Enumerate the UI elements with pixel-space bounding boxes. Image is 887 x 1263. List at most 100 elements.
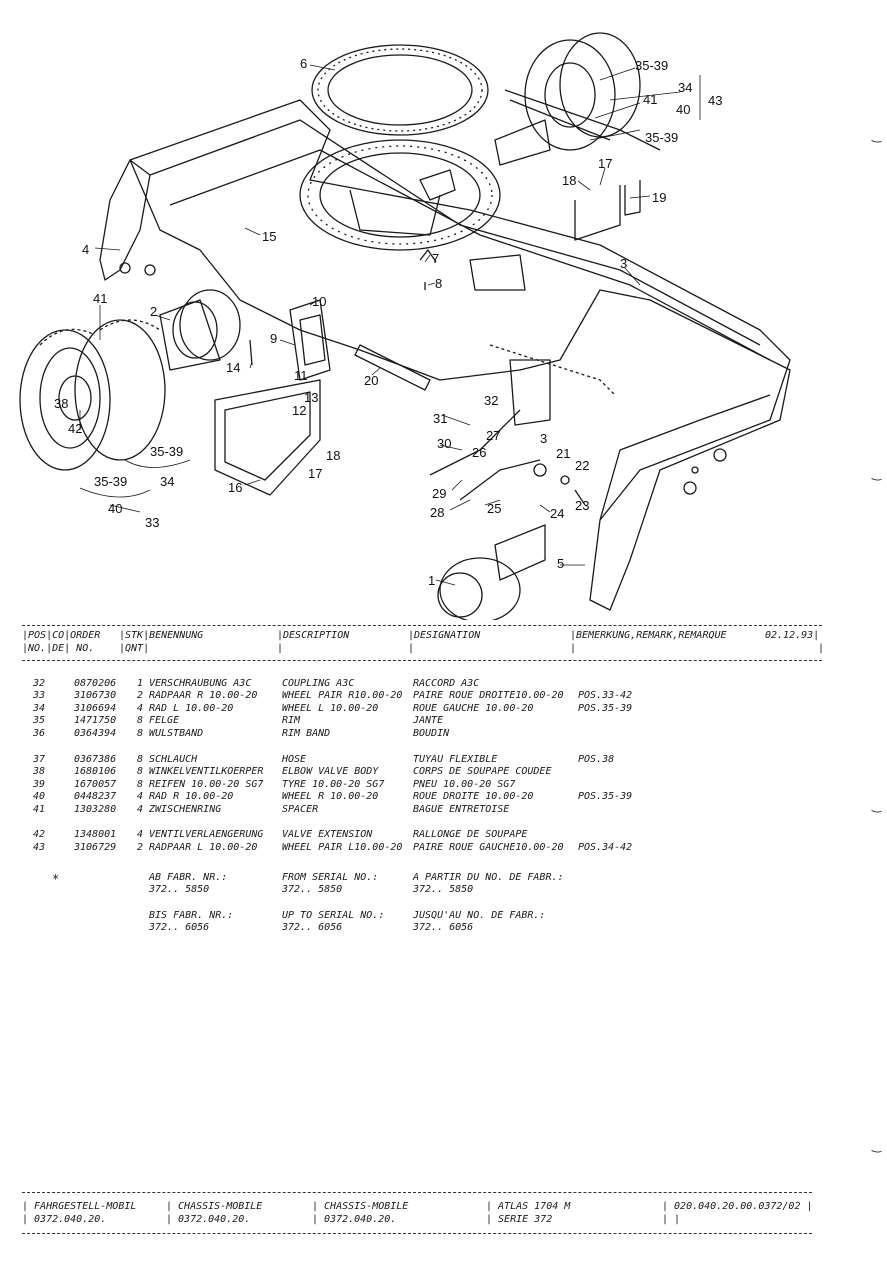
benennung-cell: REIFEN 10.00-20 SG7 [149,779,264,790]
header-top-rule [22,625,822,626]
callout-label: 43 [708,93,722,108]
callout-label: 42 [68,421,82,436]
footer-document-number: | 020.040.20.00.0372/02 | [662,1201,813,1212]
footer-top-rule [22,1192,812,1193]
header-divider: | [570,643,577,654]
remark-cell: POS.34-42 [578,842,633,853]
order-number-cell: 1348001 [74,829,117,840]
benennung-cell: WINKELVENTILKOERPER [149,766,264,777]
quantity-cell: 2 [137,842,144,853]
pos-cell: 37 [33,754,46,765]
callout-label: 10 [312,294,326,309]
callout-label: 16 [228,480,242,495]
remark-cell: POS.35-39 [578,703,633,714]
callout-label: 35-39 [635,58,668,73]
callout-label: 14 [226,360,240,375]
pos-cell: 32 [33,678,46,689]
serial-marker: * [52,872,60,886]
callout-label: 2 [150,304,157,319]
footer-de-title: | FAHRGESTELL-MOBIL [22,1201,137,1212]
callout-label: 17 [308,466,322,481]
callout-label: 9 [270,331,277,346]
callout-label: 33 [145,515,159,530]
pos-cell: 33 [33,690,46,701]
pos-cell: 42 [33,829,46,840]
designation-cell: JANTE [413,715,444,726]
header-date: 02.12.93| [765,630,820,641]
callout-label: 13 [304,390,318,405]
header-remark: |BEMERKUNG,REMARK,REMARQUE [570,630,727,641]
header-qnt: |QNT| [119,643,150,654]
pos-cell: 41 [33,804,46,815]
benennung-cell: RAD L 10.00-20 [149,703,234,714]
callout-label: 38 [54,396,68,411]
designation-cell: RALLONGE DE SOUPAPE [413,829,528,840]
chassis-frame [129,99,791,611]
benennung-cell: VENTILVERLAENGERUNG [149,829,264,840]
callout-label: 23 [575,498,589,513]
designation-cell: ROUE DROITE 10.00-20 [413,791,534,802]
pos-cell: 40 [33,791,46,802]
callout-label: 31 [433,411,447,426]
pos-cell: 38 [33,766,46,777]
serial-to-fr-value: 372.. 6056 [413,922,474,933]
serial-to-de-value: 372.. 6056 [149,922,210,933]
benennung-cell: SCHLAUCH [149,754,198,765]
callout-label: 28 [430,505,444,520]
header-divider: | [277,643,284,654]
description-cell: ELBOW VALVE BODY [282,766,379,777]
quantity-cell: 4 [137,804,144,815]
quantity-cell: 4 [137,791,144,802]
quantity-cell: 4 [137,703,144,714]
designation-cell: RACCORD A3C [413,678,480,689]
pos-cell: 34 [33,703,46,714]
pos-cell: 43 [33,842,46,853]
order-number-cell: 3106729 [74,842,117,853]
footer-fr-code: | 0372.040.20. [312,1214,397,1225]
footer-model: | ATLAS 1704 M [486,1201,571,1212]
description-cell: WHEEL PAIR R10.00-20 [282,690,403,701]
quantity-cell: 2 [137,690,144,701]
order-number-cell: 1471750 [74,715,117,726]
order-number-cell: 1680106 [74,766,117,777]
serial-from-de: AB FABR. NR.: [149,872,228,883]
description-cell: WHEEL L 10.00-20 [282,703,379,714]
header-bottom-rule [22,660,822,661]
serial-from-de-value: 372.. 5850 [149,884,210,895]
scan-mark [871,810,882,813]
scan-mark [871,140,882,143]
serial-to-en: UP TO SERIAL NO.: [282,910,385,921]
header-divider: | [818,643,825,654]
header-pos-sub: |NO.|DE| NO. [22,643,95,654]
scan-mark [871,478,882,481]
designation-cell: TUYAU FLEXIBLE [413,754,498,765]
header-pos: |POS|CO|ORDER [22,630,101,641]
pos-cell: 39 [33,779,46,790]
parts-table-header: |POS|CO|ORDER |STK|BENENNUNG |DESCRIPTIO… [22,628,825,658]
callout-label: 11 [294,368,308,383]
callout-label: 40 [108,501,122,516]
description-cell: WHEEL R 10.00-20 [282,791,379,802]
callout-label: 7 [432,251,439,266]
callout-label: 35-39 [94,474,127,489]
order-number-cell: 1670057 [74,779,117,790]
description-cell: HOSE [282,754,307,765]
description-cell: RIM BAND [282,728,331,739]
benennung-cell: RAD R 10.00-20 [149,791,234,802]
callout-label: 3 [620,256,627,271]
designation-cell: CORPS DE SOUPAPE COUDEE [413,766,552,777]
header-designation: |DESIGNATION [408,630,481,641]
callout-label: 40 [676,102,690,117]
benennung-cell: VERSCHRAUBUNG A3C [149,678,252,689]
callout-label: 35-39 [645,130,678,145]
quantity-cell: 1 [137,678,144,689]
